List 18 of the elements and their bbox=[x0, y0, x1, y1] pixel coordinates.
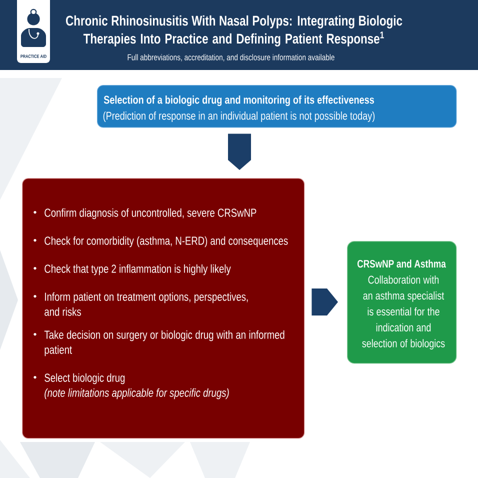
bullet-item: Check for comorbidity (asthma, N-ERD) and consequences bbox=[44, 236, 288, 248]
box-text: Collaboration with an asthma specialist is essential for the indication and selection of biologics bbox=[362, 276, 445, 350]
item-note: (note limitations applicable for specific drugs) bbox=[44, 388, 229, 400]
chevron-arrow bbox=[312, 288, 338, 316]
list-box bbox=[22, 178, 305, 439]
bullet-item: Select biologic drug bbox=[44, 373, 125, 384]
note-box bbox=[347, 241, 457, 364]
box-note: (Prediction of response in an individual patient is not possible today) bbox=[103, 111, 375, 122]
bullet-item: Take decision on surgery or biologic drug with an informed patient bbox=[44, 330, 284, 356]
box-heading: Selection of a biologic drug and monitoring of its effectiveness bbox=[104, 95, 374, 106]
bullet-item: Inform patient on treatment options, perspectives, and risks bbox=[44, 292, 248, 316]
banner-box bbox=[97, 85, 457, 128]
bullet-item: Confirm diagnosis of uncontrolled, severe CRSwNP bbox=[44, 208, 256, 220]
subtitle: Full abbreviations, accreditation, and disclosure information available bbox=[128, 54, 334, 62]
bullet-item: Check that type 2 inflammation is highly likely bbox=[44, 264, 231, 276]
box-heading: CRSwNP and Asthma bbox=[357, 260, 446, 268]
chevron-arrow bbox=[228, 134, 251, 170]
title: Chronic Rhinosinusitis With Nasal Polyps: Integrating Biologic Therapies Into Practice and Defining Patient Response$^{1}$ bbox=[66, 15, 402, 46]
